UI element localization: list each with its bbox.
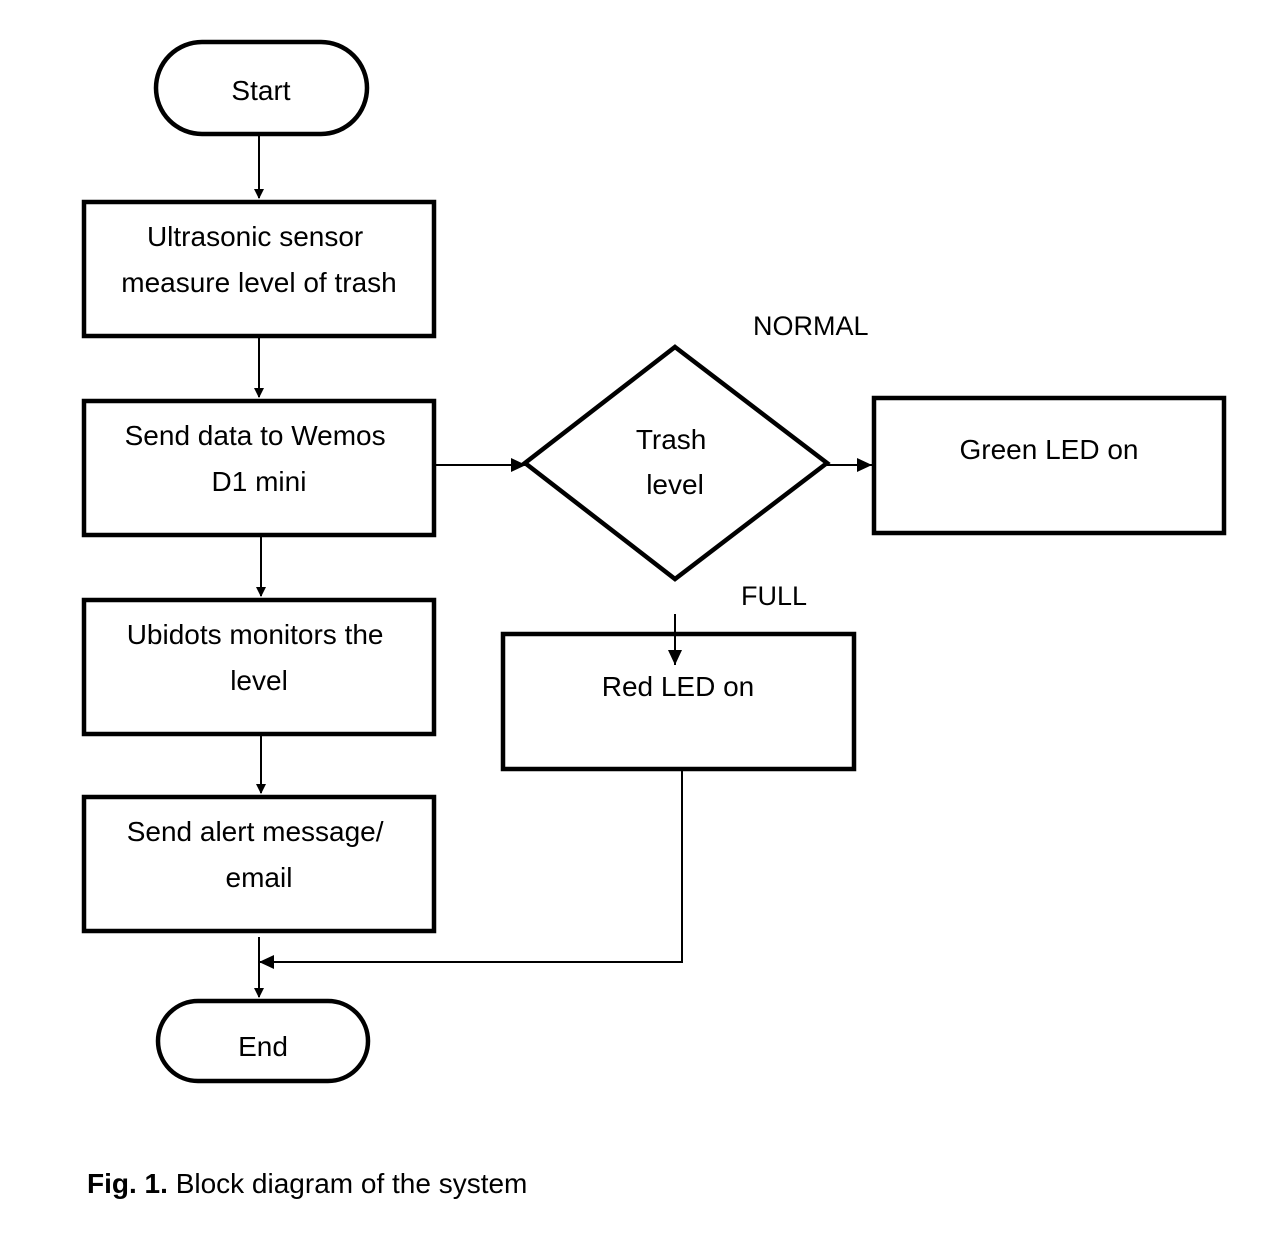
arrow-red-led-to-end bbox=[259, 771, 683, 969]
send-data-label-line-2: D1 mini bbox=[212, 466, 307, 497]
figure-caption-text: Block diagram of the system bbox=[175, 1168, 528, 1199]
alert-process-box: Send alert message/ email bbox=[81, 794, 437, 934]
svg-text:Ultrasonic sensor measur: Ultrasonic sensor measure level of trash bbox=[121, 221, 396, 298]
svg-text:Send data to Wemos D1 mi: Send data to Wemos D1 mini bbox=[125, 420, 394, 497]
ubidots-label-line-2: level bbox=[230, 665, 288, 696]
trash-level-decision: Trash level bbox=[521, 344, 831, 582]
sensor-label-line-1: Ultrasonic sensor bbox=[147, 221, 363, 252]
figure-caption-label: Fig. 1. bbox=[87, 1168, 168, 1199]
green-led-process-box: Green LED on bbox=[871, 395, 1227, 536]
start-terminator: Start bbox=[153, 39, 370, 137]
svg-text:Ubidots monitors the lev: Ubidots monitors the level bbox=[127, 619, 392, 696]
end-label: End bbox=[238, 1031, 288, 1062]
sensor-label-line-2: measure level of trash bbox=[121, 267, 396, 298]
alert-label-line-1: Send alert message/ bbox=[127, 816, 384, 847]
red-led-label: Red LED on bbox=[602, 671, 755, 702]
svg-text:Start: Start bbox=[231, 75, 290, 106]
green-led-label: Green LED on bbox=[960, 434, 1139, 465]
send-data-label-line-1: Send data to Wemos bbox=[125, 420, 386, 451]
ubidots-process-box: Ubidots monitors the level bbox=[81, 597, 437, 737]
svg-text:Send alert message/ emai: Send alert message/ email bbox=[127, 816, 392, 893]
svg-text:Red LED on: Red LED on bbox=[602, 671, 755, 702]
start-label: Start bbox=[231, 75, 290, 106]
svg-text:Trash level: Trash level bbox=[636, 424, 714, 500]
send-data-process-box: Send data to Wemos D1 mini bbox=[81, 398, 437, 538]
decision-label-line-1: Trash bbox=[636, 424, 707, 455]
decision-label-line-2: level bbox=[646, 469, 704, 500]
figure-caption: Fig. 1. Block diagram of the system bbox=[87, 1168, 527, 1200]
sensor-process-box: Ultrasonic sensor measure level of trash bbox=[81, 199, 437, 339]
svg-text:End: End bbox=[238, 1031, 288, 1062]
ubidots-label-line-1: Ubidots monitors the bbox=[127, 619, 384, 650]
red-led-process-box: Red LED on bbox=[500, 631, 857, 772]
alert-label-line-2: email bbox=[226, 862, 293, 893]
end-terminator: End bbox=[155, 998, 371, 1084]
normal-branch-label: NORMAL bbox=[753, 311, 869, 341]
svg-text:Green LED on: Green LED on bbox=[960, 434, 1139, 465]
full-branch-label: FULL bbox=[741, 581, 807, 611]
